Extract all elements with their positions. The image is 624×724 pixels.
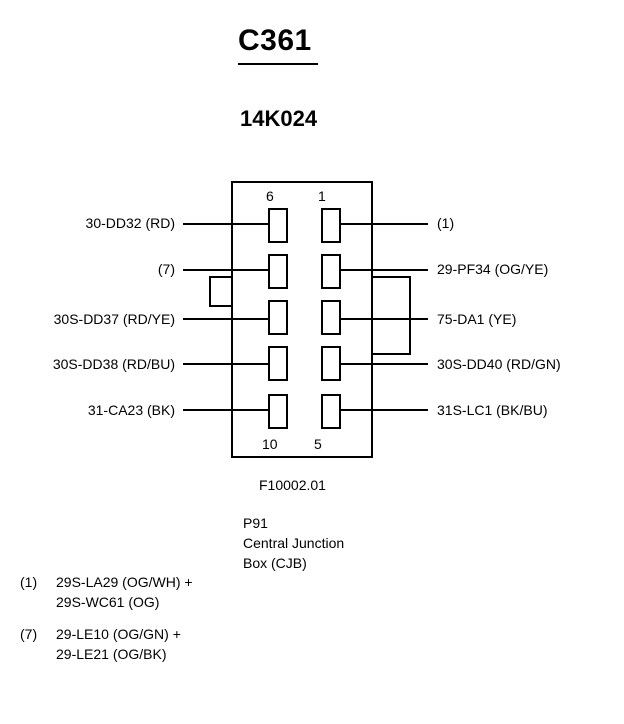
cavity-4 <box>321 346 341 381</box>
cavity-number-1: 1 <box>318 188 326 204</box>
left-wire-label: 30S-DD37 (RD/YE) <box>53 311 175 327</box>
note-line: 29S-WC61 (OG) <box>56 594 160 610</box>
cavity-10 <box>268 394 288 429</box>
note-key: (7) <box>20 626 38 642</box>
right-wire-label: 31S-LC1 (BK/BU) <box>437 402 548 418</box>
left-wire-label: 30-DD32 (RD) <box>85 215 175 231</box>
cavity-1 <box>321 208 341 243</box>
figure-id: F10002.01 <box>259 477 326 493</box>
cavity-number-10: 10 <box>262 436 278 452</box>
left-wire-label: 30S-DD38 (RD/BU) <box>52 356 175 372</box>
connector-part-number: 14K024 <box>240 106 318 131</box>
note-key: (1) <box>20 574 38 590</box>
note-line: 29-LE21 (OG/BK) <box>56 646 167 662</box>
title-underline <box>238 63 318 65</box>
right-wire-label: 29-PF34 (OG/YE) <box>437 261 549 277</box>
location-line: Box (CJB) <box>243 555 307 571</box>
cavity-6 <box>268 208 288 243</box>
cavity-2 <box>321 254 341 289</box>
right-wire-label: 30S-DD40 (RD/GN) <box>437 356 561 372</box>
connector-id: C361 <box>238 24 312 57</box>
note-text: 29-LE10 (OG/GN) + 29-LE21 (OG/BK) <box>56 624 181 664</box>
cavity-7 <box>268 254 288 289</box>
cavity-3 <box>321 300 341 335</box>
note-text: 29S-LA29 (OG/WH) + 29S-WC61 (OG) <box>56 572 193 612</box>
cavity-8 <box>268 300 288 335</box>
right-wire-label: 75-DA1 (YE) <box>437 311 517 327</box>
cavity-5 <box>321 394 341 429</box>
location-line: Central Junction <box>243 535 345 551</box>
cavity-9 <box>268 346 288 381</box>
left-wire-label: 31-CA23 (BK) <box>87 402 175 418</box>
cavity-number-6: 6 <box>266 188 274 204</box>
cavity-number-5: 5 <box>314 436 322 452</box>
right-wire-label: (1) <box>437 215 455 231</box>
location-line: P91 <box>243 515 268 531</box>
location-block: P91 Central Junction Box (CJB) <box>243 513 344 573</box>
note-line: 29S-LA29 (OG/WH) + <box>56 574 193 590</box>
note-line: 29-LE10 (OG/GN) + <box>56 626 181 642</box>
left-wire-label: (7) <box>157 261 175 277</box>
